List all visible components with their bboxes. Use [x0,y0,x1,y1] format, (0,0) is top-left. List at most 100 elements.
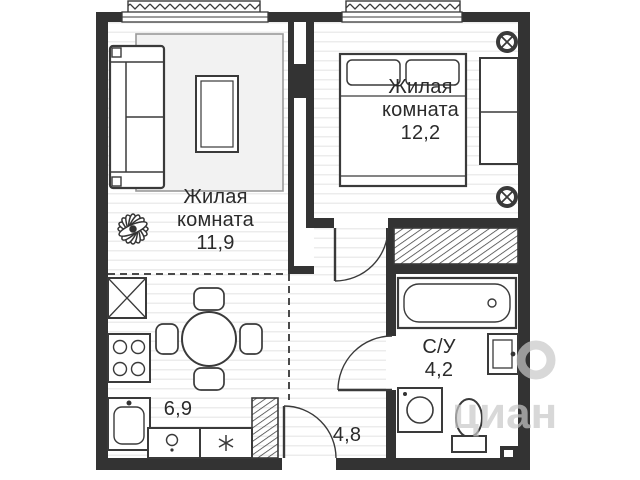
watermark: циан [452,340,557,438]
wall-bedroom-south-a [306,218,334,228]
pillow [405,59,460,86]
kitchen-sink-icon [107,397,151,451]
burner [112,339,128,355]
vent-icon-top-right [496,31,518,53]
chair [155,323,179,355]
wall-closet-bottom [386,264,530,274]
vent-cross [499,34,515,50]
watermark-logo-ring [516,340,556,380]
drain [487,298,497,308]
chair [193,287,225,311]
room-area: 4,2 [424,359,454,381]
wall-shaft-left [288,22,294,274]
kitchen-unit-x [107,277,147,319]
wall-bathroom-left-lower [386,390,396,458]
bed [338,52,468,188]
faucet-dot [126,400,132,406]
watermark-text: циан [452,389,557,438]
window-right [341,11,463,23]
vent-icon-bottom-right [496,186,518,208]
closet-box [393,227,519,265]
door-swing-arc [334,227,389,282]
room-area: 4,8 [332,424,362,446]
room-name-line: Жилая [183,186,248,208]
wall-bathroom-left-upper [386,274,396,336]
washbasin-icon [487,333,519,375]
kitchen-counter-bottom [147,427,253,459]
closet-hatch [393,227,519,265]
wall-left [96,12,108,470]
shaft-bottom-cap [288,266,314,274]
door-swing-arc [283,405,337,459]
washer-drum [406,396,434,424]
room-label-bathroom: С/У 4,2 [403,336,475,382]
entry-cabinet-hatch [251,397,279,459]
panel-inner [504,450,513,457]
room-label-living2: Жилая комната 12,2 [343,76,498,145]
toilet-tank [451,435,487,453]
window-left [121,11,269,23]
door-bedroom [333,227,389,282]
radiator-box [127,0,261,14]
room-area: 6,9 [163,398,193,420]
chair [239,323,263,355]
door-entrance [282,405,337,459]
round-appliance-icon [165,433,179,447]
walls [96,12,530,470]
sink-basin [113,406,145,445]
faucet-dot [510,351,516,357]
wardrobe-outline [479,57,519,165]
radiator-box [345,0,461,14]
entry-cabinet-box [251,397,279,459]
vent-cross [499,189,515,205]
bathtub-icon [396,276,518,330]
sofa [108,44,166,190]
table-inner [200,80,234,148]
door-swing-arc [337,335,393,391]
wall-shaft-right [306,22,314,218]
chair [193,367,225,391]
floor-corridor [314,228,386,274]
room-name-line: С/У [422,336,456,358]
room-label-hallway: 4,8 [317,424,377,447]
snowflake-icon [218,438,234,448]
radiator-icon-right [345,0,461,14]
room-name-line: Жилая [388,76,453,98]
wall-top [96,12,530,22]
wardrobe [479,57,519,165]
wall-bedroom-south-b [388,218,530,228]
electrical-panel-icon [500,446,518,461]
bathtub-basin [403,283,511,323]
dining-set [155,287,263,391]
room-label-kitchen: 6,9 [148,398,208,421]
burner [130,339,146,355]
stove-burners-icon [107,333,151,383]
wall-bottom-left [96,458,282,470]
appliance-dot [170,448,174,452]
coffee-table [195,75,239,153]
wall-closet-left [386,228,394,274]
sofa-corner [111,176,122,187]
wall-bottom-right [336,458,530,470]
dining-table [181,311,237,367]
pillow [346,59,401,86]
radiator-icon-left [127,0,261,14]
stove-outline [107,333,151,383]
room-label-living1: Жилая комната 11,9 [138,186,293,255]
plant-center [129,225,137,233]
zone-boundary-dashed [108,273,290,400]
burner [112,361,128,377]
washer-knob [403,392,407,396]
room-area: 12,2 [400,122,441,144]
door-bathroom [337,335,393,392]
room-area: 11,9 [196,232,235,254]
burner [130,361,146,377]
room-name-line: комната [381,99,460,121]
unit-x-line [107,277,147,319]
plant-icon [117,213,149,245]
sofa-corner [111,47,122,58]
room-name-line: комната [176,209,255,231]
shaft-block [288,64,314,98]
